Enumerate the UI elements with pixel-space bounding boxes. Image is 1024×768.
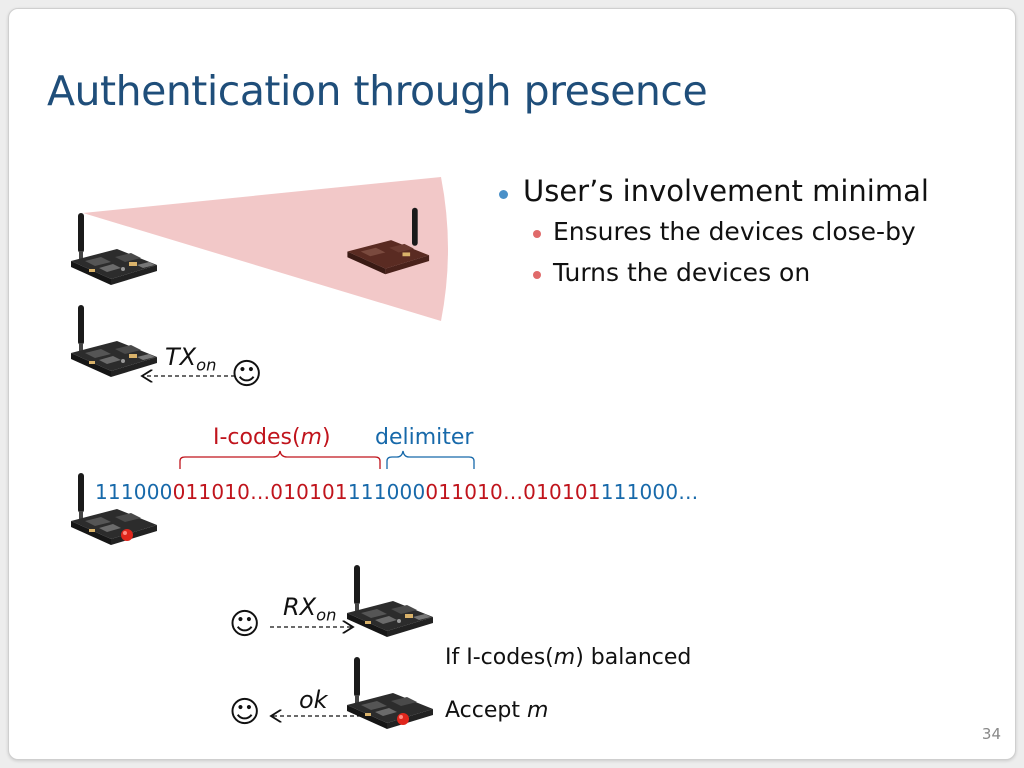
icodes-label: I-codes(m) — [213, 425, 331, 450]
smiley-face-icon: ☺ — [229, 607, 261, 642]
tx-label-main: TX — [165, 343, 197, 371]
diagram-canvas — [71, 177, 475, 729]
wireless-board-icon — [347, 207, 430, 275]
bullet-list: User’s involvement minimal Ensures the d… — [497, 174, 929, 299]
wireless-board-icon — [347, 565, 433, 637]
bullet-main: User’s involvement minimal — [497, 174, 929, 208]
smiley-face-icon: ☺ — [229, 695, 261, 730]
delimiter-brace — [386, 450, 475, 469]
condition-prefix: If I-codes( — [445, 645, 554, 670]
accept-prefix: Accept — [445, 698, 527, 723]
icodes-label-var: m — [300, 425, 322, 450]
wireless-board-icon — [71, 305, 157, 377]
bit-segment: 111000… — [600, 480, 699, 504]
smiley-face-icon: ☺ — [231, 357, 263, 392]
balanced-condition: If I-codes(m) balanced — [445, 645, 691, 670]
tx-label: TXon — [165, 343, 216, 375]
accept-text: Accept m — [445, 698, 548, 723]
slide: Authentication through presence User’s i… — [8, 8, 1016, 760]
ok-label: ok — [299, 686, 328, 714]
rx-label-main: RX — [283, 593, 317, 621]
accept-var: m — [526, 698, 549, 723]
bit-segment: 111000 — [347, 480, 426, 504]
condition-var: m — [553, 645, 576, 670]
wireless-board-icon — [347, 657, 433, 729]
icodes-label-prefix: I-codes( — [213, 425, 301, 450]
bit-segment: 011010…010101 — [425, 480, 601, 504]
rx-label-sub: on — [316, 605, 337, 625]
bit-segment: 011010…010101 — [172, 480, 348, 504]
delimiter-label: delimiter — [375, 425, 474, 450]
slide-number: 34 — [981, 725, 1001, 743]
tx-label-sub: on — [196, 355, 217, 375]
condition-suffix: ) balanced — [575, 645, 692, 670]
bit-segment: 111000 — [95, 480, 173, 504]
bit-stream: 111000011010…010101111000011010…01010111… — [95, 480, 698, 504]
bullet-sub: Ensures the devices close-by — [531, 217, 929, 246]
icodes-label-suffix: ) — [321, 425, 331, 450]
rx-label: RXon — [283, 593, 336, 625]
signal-beam — [83, 177, 448, 321]
slide-title: Authentication through presence — [47, 67, 708, 115]
bullet-sub: Turns the devices on — [531, 258, 929, 287]
icodes-brace — [179, 450, 381, 469]
